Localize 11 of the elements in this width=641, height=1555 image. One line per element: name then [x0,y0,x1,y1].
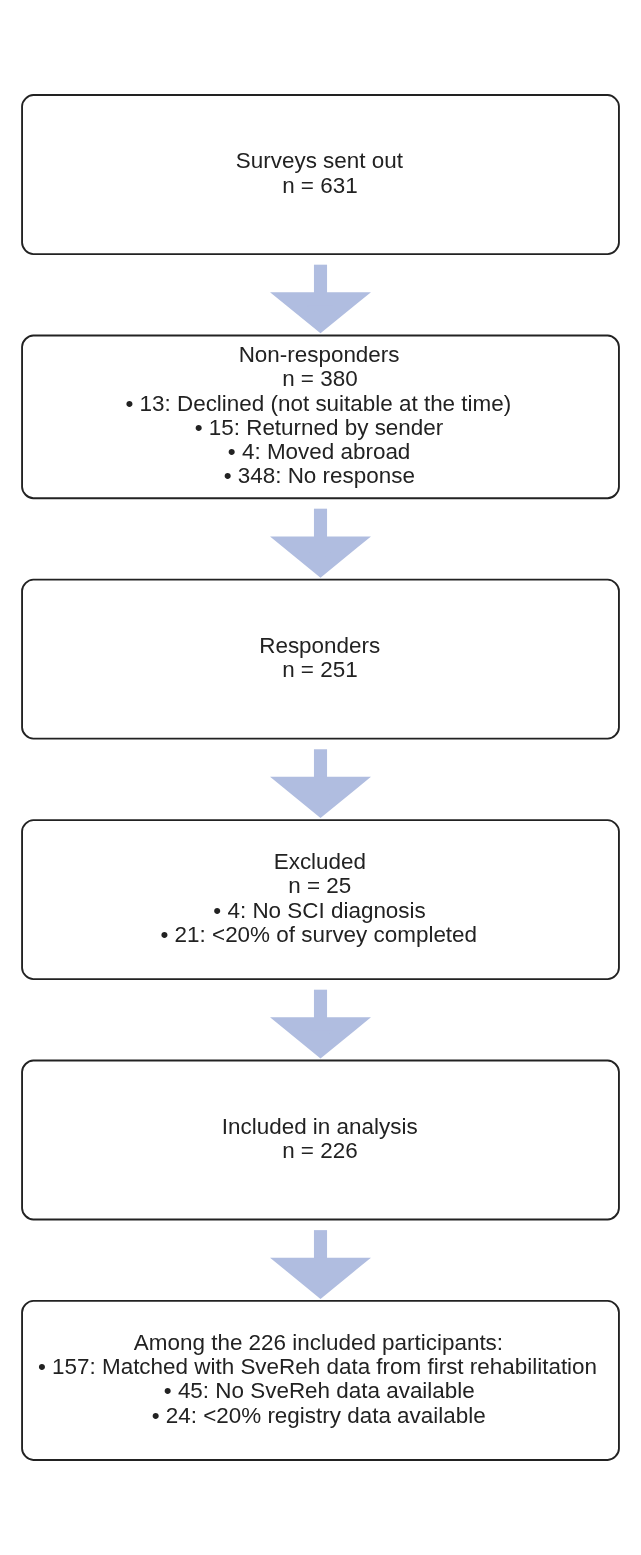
node-box: Included in analysis n = 226 [21,1059,620,1221]
arrow [270,1230,371,1299]
arrow [270,508,371,578]
arrow [270,264,371,334]
node-box: Responders n = 251 [21,578,620,740]
node-box: Excluded n = 25 • 4: No SCI diagnosis • 21: <20% of survey completed [21,819,620,981]
node-box: Non-responders n = 380 • 13: Declined (not suitable at the time) • 15: Returned by sender • 4: Moved abroad • 348: No response [21,334,620,500]
node-box: Among the 226 included participants: • 157: Matched with SveReh data from first rehabilitation • 45: No SveReh data available • 24: <20% registry data available [21,1300,620,1461]
arrow [270,749,371,819]
arrow [270,989,371,1059]
node-box: Surveys sent out n = 631 [21,94,620,255]
